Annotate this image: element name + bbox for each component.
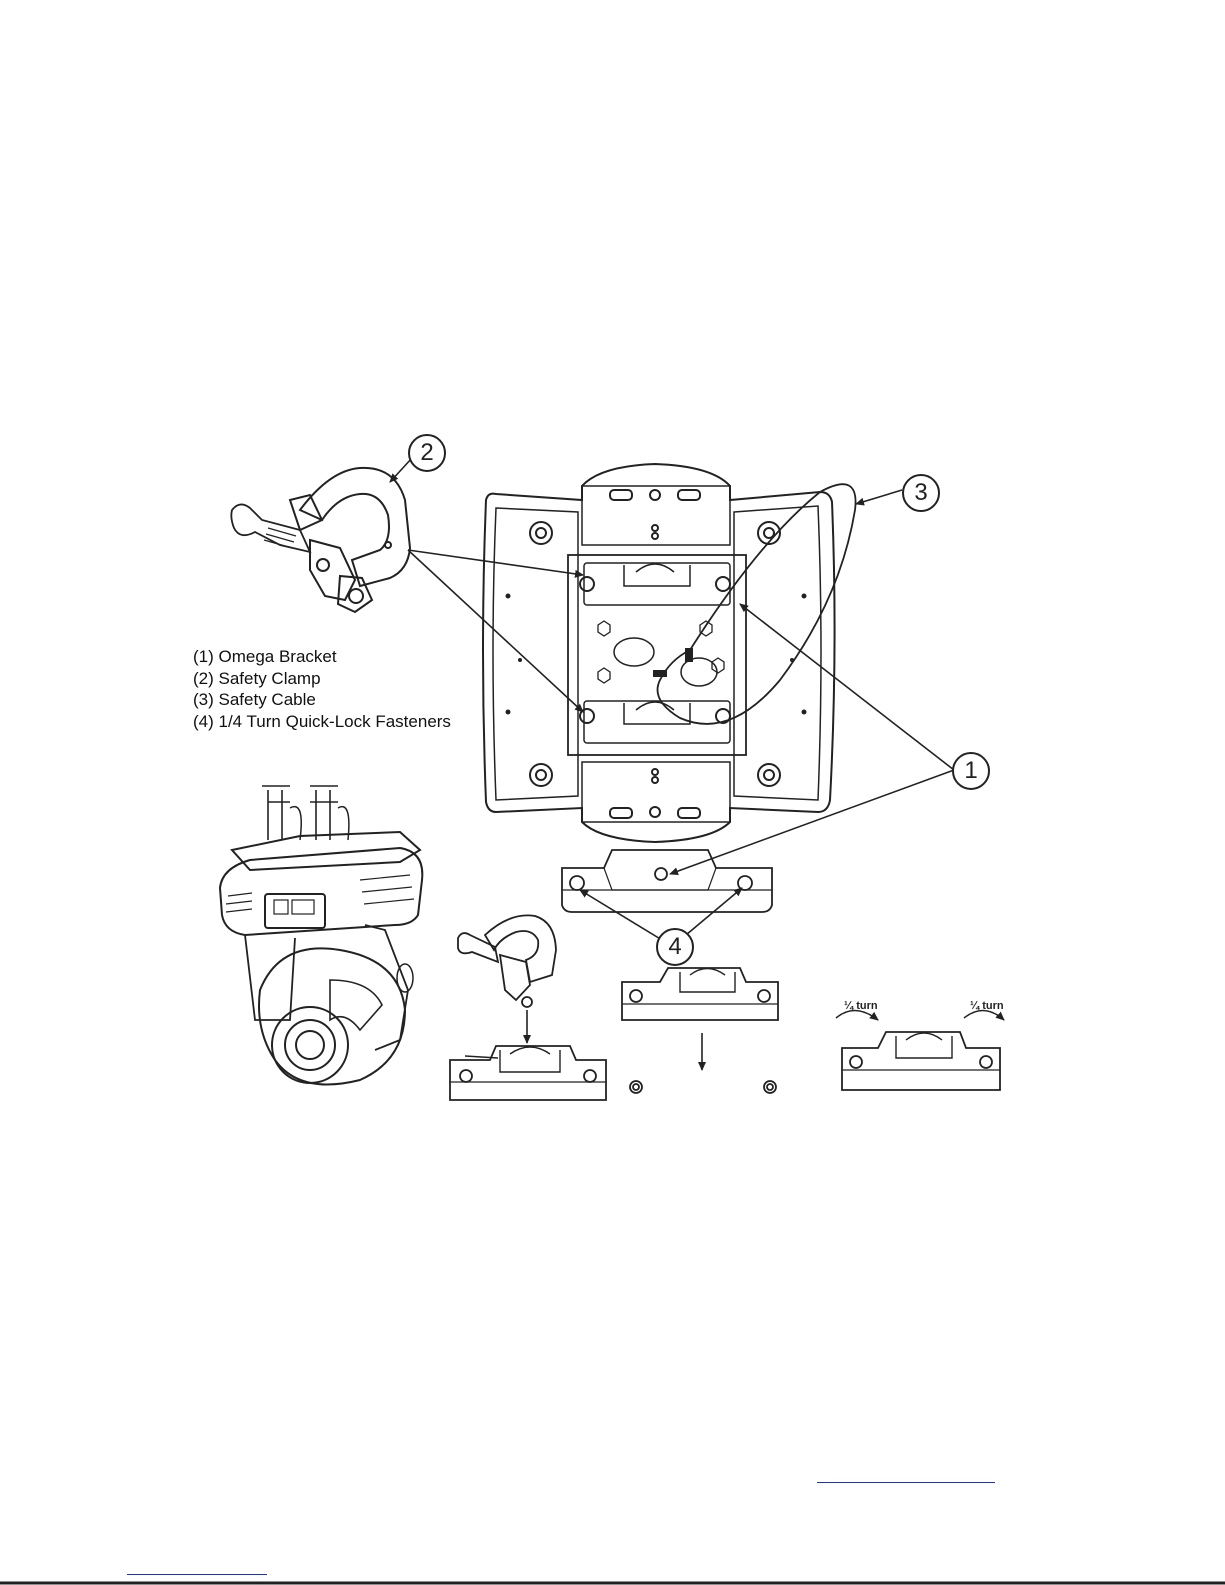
callout-3: 3 [902,474,940,512]
bracket-with-clamp [450,1046,606,1100]
legend-item-safety-clamp: (2) Safety Clamp [193,668,451,690]
bracket-middle [622,968,778,1093]
safety-cable [658,484,856,724]
callout-1: 1 [952,752,990,790]
omega-bracket-standalone [562,850,772,912]
parts-legend: (1) Omega Bracket (2) Safety Clamp (3) S… [193,646,451,732]
hyperlink-underline-right[interactable] [817,1482,995,1483]
quarter-turn-label-left: ¼ turn [844,1000,878,1012]
callout-4: 4 [656,928,694,966]
moving-head-fixture [220,786,422,1085]
bracket-right [836,1010,1004,1090]
hyperlink-underline-left[interactable] [127,1574,267,1575]
leader-lines [390,458,954,1070]
legend-item-omega-bracket: (1) Omega Bracket [193,646,451,668]
small-clamp [458,915,556,1007]
callout-2: 2 [408,434,446,472]
fixture-base-top-view [483,464,835,842]
quarter-turn-label-right: ¼ turn [970,1000,1004,1012]
legend-item-quick-lock-fasteners: (4) 1/4 Turn Quick-Lock Fasteners [193,711,451,733]
legend-item-safety-cable: (3) Safety Cable [193,689,451,711]
safety-clamp-large [231,468,410,612]
